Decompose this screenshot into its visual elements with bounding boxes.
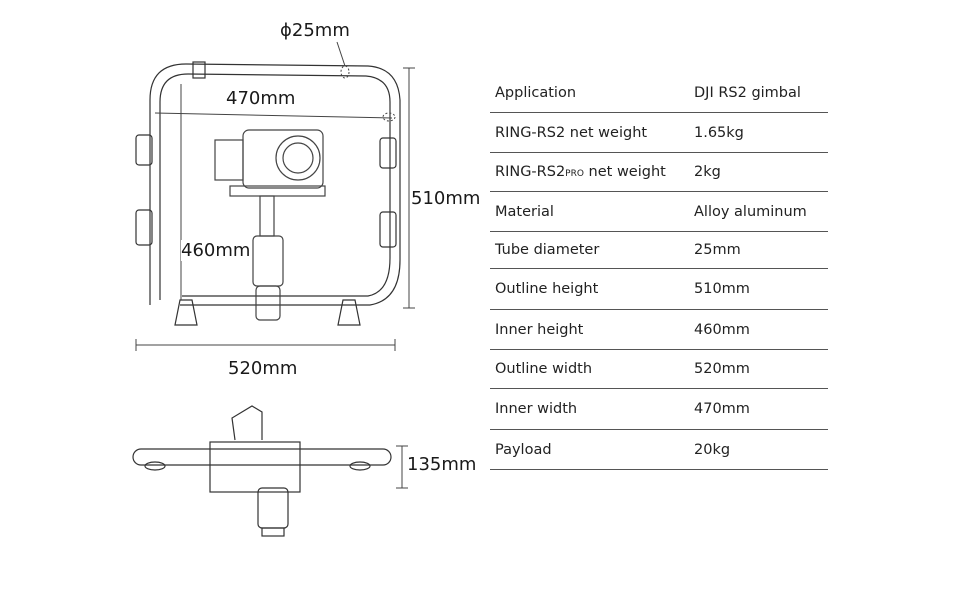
table-row: Application DJI RS2 gimbal bbox=[490, 74, 828, 113]
spec-value: 25mm bbox=[694, 242, 741, 258]
spec-value: 20kg bbox=[694, 441, 731, 458]
spec-value: 470mm bbox=[694, 401, 750, 417]
spec-label: Tube diameter bbox=[495, 242, 600, 258]
spec-label: Application bbox=[495, 85, 577, 101]
spec-label-sub: PRO bbox=[565, 169, 584, 179]
table-row: Payload 20kg bbox=[490, 430, 828, 470]
spec-value: 2kg bbox=[694, 164, 721, 180]
spec-label: Material bbox=[495, 203, 554, 220]
table-row: Outline width 520mm bbox=[490, 350, 828, 389]
spec-label: Outline width bbox=[495, 361, 593, 377]
spec-value: DJI RS2 gimbal bbox=[694, 85, 801, 101]
spec-table: Application DJI RS2 gimbal RING-RS2 net w… bbox=[490, 74, 828, 470]
spec-label: Payload bbox=[495, 441, 552, 458]
spec-value: 520mm bbox=[694, 361, 750, 377]
ring-front-view bbox=[135, 61, 401, 326]
spec-label: RING-RS2PRO net weight bbox=[490, 164, 694, 180]
tube-diameter-label: ϕ25mm bbox=[280, 20, 350, 41]
spec-value: Alloy aluminum bbox=[694, 203, 807, 220]
spec-value: 1.65kg bbox=[694, 124, 744, 141]
table-row: Inner height 460mm bbox=[490, 310, 828, 350]
dimension-lines bbox=[135, 41, 415, 489]
spec-value: 510mm bbox=[694, 281, 750, 297]
depth-label: 135mm bbox=[407, 454, 477, 475]
inner-width-label: 470mm bbox=[226, 88, 296, 109]
table-row: Outline height 510mm bbox=[490, 269, 828, 310]
ring-top-view bbox=[132, 405, 392, 537]
spec-label: RING-RS2 net weight bbox=[495, 124, 648, 141]
outline-height-label: 510mm bbox=[411, 188, 481, 209]
spec-label: Inner height bbox=[495, 321, 584, 338]
table-row: RING-RS2 net weight 1.65kg bbox=[490, 113, 828, 153]
table-row: Tube diameter 25mm bbox=[490, 232, 828, 269]
spec-label: Inner width bbox=[495, 401, 578, 417]
table-row: Material Alloy aluminum bbox=[490, 192, 828, 232]
gimbal-camera-front bbox=[214, 129, 326, 321]
inner-height-label: 460mm bbox=[181, 240, 251, 261]
outline-width-label: 520mm bbox=[228, 358, 298, 379]
spec-label-main: RING-RS2 bbox=[495, 164, 566, 180]
spec-label: Outline height bbox=[495, 281, 599, 297]
spec-label-tail: net weight bbox=[583, 164, 666, 180]
spec-value: 460mm bbox=[694, 321, 750, 338]
table-row: Inner width 470mm bbox=[490, 389, 828, 430]
